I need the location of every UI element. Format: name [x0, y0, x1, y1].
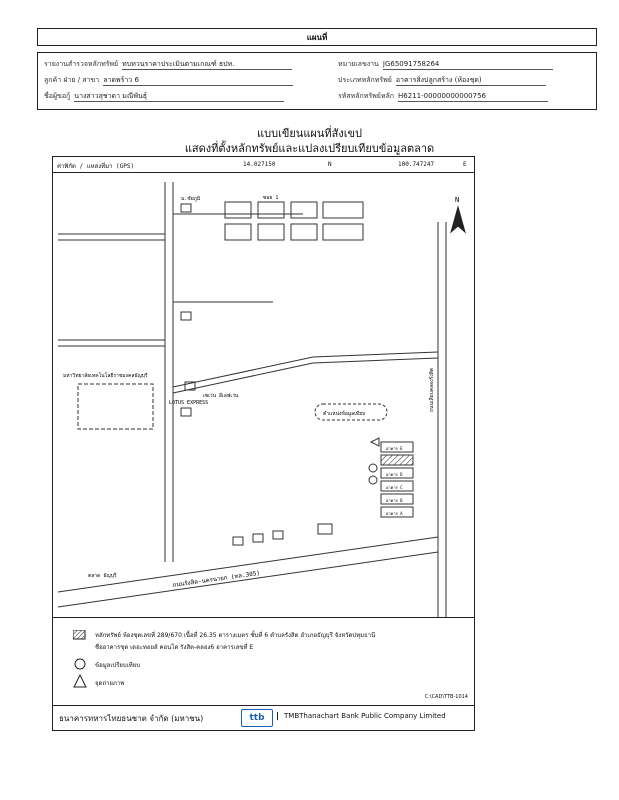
market-label: ตลาด ธัญบุรี — [88, 572, 117, 579]
plot-c-label: อาคาร C — [386, 485, 403, 490]
condo-name-label: ม.ชัยภูมิ — [181, 195, 200, 202]
code-row: รหัสหลักทรัพย์หลัก H6211-00000000000756 — [338, 91, 549, 102]
university-label: มหาวิทยาลัยเทคโนโลยีราชมงคลธัญบุรี — [63, 372, 148, 379]
ttb-logo-icon: ttb — [241, 709, 273, 727]
coord-lat: 14.027150 — [243, 161, 276, 168]
code-value: H6211-00000000000756 — [398, 91, 549, 102]
lotus-label: LOTUS EXPRESS — [169, 400, 208, 406]
road-top-label: ซอย 1 — [263, 195, 278, 201]
owner-value: นางสาวสุชาดา มณีพันธุ์ — [74, 91, 285, 102]
legend-item1b: ชื่ออาคารชุด เดอะทอยส์ คอนโด รังสิต-คลอง… — [95, 644, 254, 651]
plot-e-label: อาคาร A — [386, 511, 403, 516]
info-box: รายงานสำรวจหลักทรัพย์ ทบทวนราคาประเมินตา… — [37, 52, 597, 110]
map-title-line2: แสดงที่ตั้งหลักทรัพย์และแปลงเปรียบเทียบข… — [184, 142, 435, 155]
legend-item2: ข้อมูลเปรียบเทียบ — [95, 662, 141, 669]
plot-b-label: อาคาร D — [386, 472, 403, 477]
coord-lon: 100.747247 — [398, 161, 435, 168]
footer-bank-th: ธนาคารทหารไทยธนชาต จำกัด (มหาชน) — [59, 714, 204, 723]
legend: หลักทรัพย์ ห้องชุดเลขที่ 289/670 เนื้อที… — [53, 617, 474, 708]
north-label: N — [455, 196, 459, 204]
seven-label: เซเว่น อีเลฟเว่น — [203, 392, 239, 399]
owner-row: ชื่อผู้ขอกู้ นางสาวสุชาดา มณีพันธุ์ — [44, 91, 285, 102]
coord-lon-dir: E — [463, 161, 467, 168]
map-drawing: ตำแหน่งข้อมูลเทียบ N ม.ชัยภูมิ ซอย 1 LOT… — [57, 182, 466, 617]
legend-ref: C:\CAD\TTB-1014 — [424, 694, 468, 700]
report-row: รายงานสำรวจหลักทรัพย์ ทบทวนราคาประเมินตา… — [44, 59, 293, 70]
page-title: แผนที่ — [306, 32, 328, 42]
coord-lat-dir: N — [328, 161, 332, 168]
number-label: หมายเลขงาน — [338, 60, 379, 68]
map-title-line1: แบบเขียนแผนที่สังเขป — [257, 127, 362, 140]
map-frame: ค่าพิกัด / แหล่งที่มา (GPS) 14.027150 N … — [52, 156, 475, 731]
number-row: หมายเลขงาน JG65091758264 — [338, 59, 553, 70]
triangle-legend-icon — [73, 674, 87, 688]
coord-label: ค่าพิกัด / แหล่งที่มา (GPS) — [57, 163, 135, 170]
owner-label: ชื่อผู้ขอกู้ — [44, 92, 71, 100]
code-label: รหัสหลักทรัพย์หลัก — [338, 92, 395, 100]
legend-item1: หลักทรัพย์ ห้องชุดเลขที่ 289/670 เนื้อที… — [95, 632, 376, 639]
report-value: ทบทวนราคาประเมินตามเกณฑ์ ธปท. — [122, 59, 293, 70]
type-label: ประเภทหลักทรัพย์ — [338, 76, 392, 84]
footer: ธนาคารทหารไทยธนชาต จำกัด (มหาชน) ttb TMB… — [53, 705, 474, 730]
footer-bank-en: TMBThanachart Bank Public Company Limite… — [277, 712, 446, 720]
number-value: JG65091758264 — [382, 59, 553, 70]
plot-a-label: อาคาร E — [386, 446, 403, 451]
customer-row: ลูกค้า ฝ่าย / สาขา ลาดพร้าว 6 — [44, 75, 294, 86]
type-row: ประเภทหลักทรัพย์ อาคารสิ่งปลูกสร้าง (ห้อ… — [338, 75, 546, 86]
header-title-box: แผนที่ — [37, 28, 597, 46]
bubble-label: ตำแหน่งข้อมูลเทียบ — [323, 410, 365, 417]
legend-item3: จุดถ่ายภาพ — [95, 680, 125, 687]
right-road-label: ถนนเลียบคลองรังสิต — [428, 368, 435, 412]
hatch-legend-icon — [73, 630, 86, 640]
customer-value: ลาดพร้าว 6 — [103, 75, 294, 86]
plot-d-label: อาคาร B — [386, 498, 403, 503]
customer-label: ลูกค้า ฝ่าย / สาขา — [44, 76, 100, 84]
circle-legend-icon — [74, 658, 86, 670]
report-label: รายงานสำรวจหลักทรัพย์ — [44, 60, 119, 68]
coord-bar: ค่าพิกัด / แหล่งที่มา (GPS) 14.027150 N … — [53, 157, 474, 173]
type-value: อาคารสิ่งปลูกสร้าง (ห้องชุด) — [395, 75, 546, 86]
